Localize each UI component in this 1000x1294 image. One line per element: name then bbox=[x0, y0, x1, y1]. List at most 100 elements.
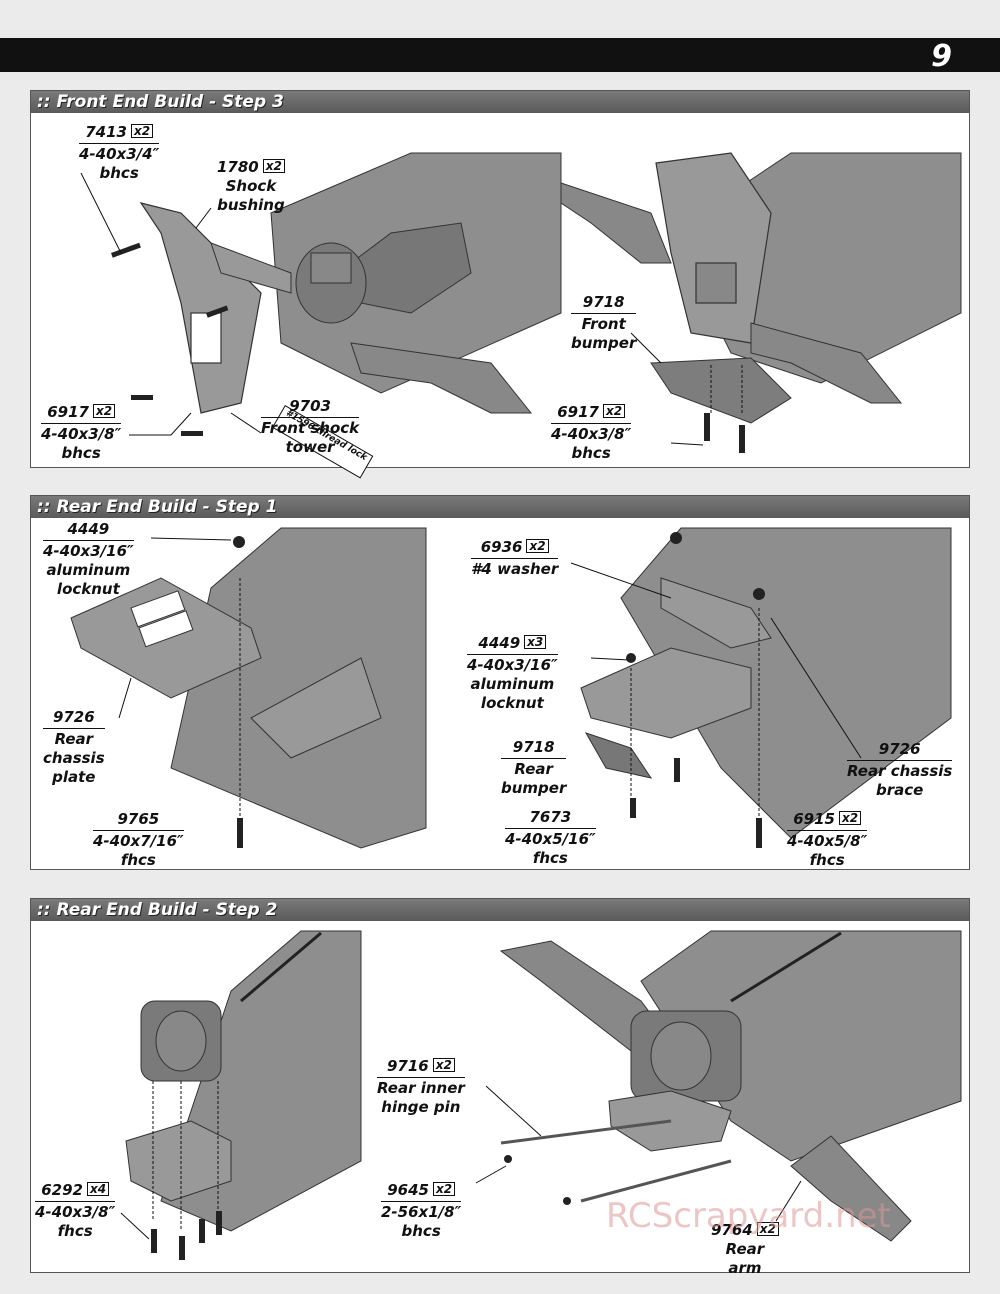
quantity-badge: x4 bbox=[86, 1182, 110, 1196]
part-number: 4449 bbox=[478, 634, 521, 652]
divider bbox=[505, 828, 596, 829]
part-desc: Rear bbox=[725, 1240, 765, 1258]
quantity-badge: x2 bbox=[130, 124, 154, 138]
part-desc: locknut bbox=[480, 694, 544, 712]
quantity-badge: x2 bbox=[756, 1222, 779, 1236]
part-type: bhcs bbox=[61, 444, 101, 462]
divider bbox=[93, 830, 184, 831]
right-leaders bbox=[475, 1085, 802, 1222]
part-desc: brace bbox=[876, 781, 924, 799]
part-number: 9726 bbox=[52, 708, 95, 726]
part-size: 4-40x7/16″ bbox=[93, 832, 184, 850]
part-number: 9718 bbox=[582, 293, 625, 311]
divider bbox=[43, 728, 105, 729]
part-number: 9726 bbox=[878, 740, 921, 758]
callout-4449-left: 4449 4-40x3/16″ aluminum locknut bbox=[43, 520, 134, 599]
page-header-bar bbox=[0, 38, 1000, 72]
divider bbox=[847, 760, 953, 761]
left-hardware bbox=[233, 536, 245, 848]
section-title: :: Rear End Build - Step 2 bbox=[31, 899, 969, 921]
part-desc: aluminum bbox=[470, 675, 555, 693]
front-end-illustration bbox=[80, 152, 962, 453]
part-desc: #4 washer bbox=[471, 560, 559, 578]
part-size: 4-40x5/8″ bbox=[787, 832, 868, 850]
divider bbox=[43, 540, 134, 541]
part-number: 7673 bbox=[529, 808, 572, 826]
quantity-badge: x2 bbox=[432, 1182, 456, 1196]
divider bbox=[571, 313, 637, 314]
section-rear-end-step2: :: Rear End Build - Step 2 bbox=[30, 898, 970, 1277]
left-differential bbox=[140, 1000, 222, 1082]
part-desc: hinge pin bbox=[381, 1098, 461, 1116]
left-lower-arm bbox=[210, 242, 533, 414]
part-number: 6292 bbox=[41, 1181, 83, 1199]
part-size: 4-40x5/16″ bbox=[505, 830, 596, 848]
left-chassis bbox=[170, 527, 427, 849]
part-desc: Front shock bbox=[261, 419, 360, 437]
divider bbox=[41, 423, 122, 424]
right-arms bbox=[560, 182, 903, 404]
divider bbox=[467, 654, 558, 655]
part-desc: Shock bbox=[225, 177, 277, 195]
left-leaders bbox=[120, 1081, 219, 1240]
right-rear-plate bbox=[580, 647, 752, 739]
divider bbox=[471, 558, 559, 559]
part-size: 4-40x3/16″ bbox=[467, 656, 558, 674]
part-desc: bushing bbox=[217, 196, 285, 214]
divider bbox=[501, 758, 567, 759]
right-rear-arm bbox=[790, 1135, 912, 1242]
part-desc: chassis bbox=[43, 749, 105, 767]
divider bbox=[787, 830, 868, 831]
part-desc: bumper bbox=[501, 779, 567, 797]
part-type: fhcs bbox=[532, 849, 568, 867]
divider bbox=[377, 1077, 465, 1078]
quantity-badge: x2 bbox=[602, 404, 626, 418]
left-rear-plate bbox=[125, 1120, 232, 1202]
quantity-badge: x2 bbox=[432, 1058, 455, 1072]
quantity-badge: x2 bbox=[262, 159, 285, 173]
rear-step2-illustration bbox=[120, 930, 962, 1260]
quantity-badge: x2 bbox=[92, 404, 116, 418]
callout-9718-front: 9718 Front bumper bbox=[571, 293, 637, 353]
right-chassis bbox=[640, 930, 962, 1162]
left-screws bbox=[151, 1211, 222, 1260]
page-number: 9 bbox=[931, 39, 952, 74]
left-leader-lines bbox=[80, 172, 262, 436]
part-type: fhcs bbox=[120, 851, 156, 869]
part-number: 9703 bbox=[289, 397, 331, 415]
section-rear-end-step1: :: Rear End Build - Step 1 bbox=[30, 495, 970, 870]
right-hardware bbox=[626, 532, 765, 848]
divider bbox=[35, 1201, 116, 1202]
right-differential bbox=[630, 1010, 742, 1102]
watermark: RCScrapyard.net bbox=[606, 1196, 891, 1236]
right-leader-lines bbox=[630, 332, 743, 446]
part-number: 9765 bbox=[117, 810, 160, 828]
part-number: 7413 bbox=[85, 123, 127, 141]
section-title: :: Rear End Build - Step 1 bbox=[31, 496, 969, 518]
part-number: 9645 bbox=[387, 1181, 429, 1199]
part-number: 9718 bbox=[512, 738, 555, 756]
right-driveshaft bbox=[730, 931, 842, 1003]
section-front-end-step3: :: Front End Build - Step 3 bbox=[30, 90, 970, 479]
right-rear-bumper bbox=[584, 732, 653, 779]
left-shock-tower bbox=[139, 202, 262, 414]
divider bbox=[381, 1201, 462, 1202]
part-desc: arm bbox=[728, 1259, 762, 1277]
divider bbox=[79, 143, 160, 144]
divider bbox=[551, 423, 632, 424]
part-desc: bumper bbox=[571, 334, 637, 352]
right-brace bbox=[660, 577, 772, 649]
part-number: 4449 bbox=[67, 520, 110, 538]
left-rear-chassis-plate bbox=[70, 577, 262, 699]
part-type: bhcs bbox=[571, 444, 611, 462]
part-type: bhcs bbox=[401, 1222, 441, 1240]
